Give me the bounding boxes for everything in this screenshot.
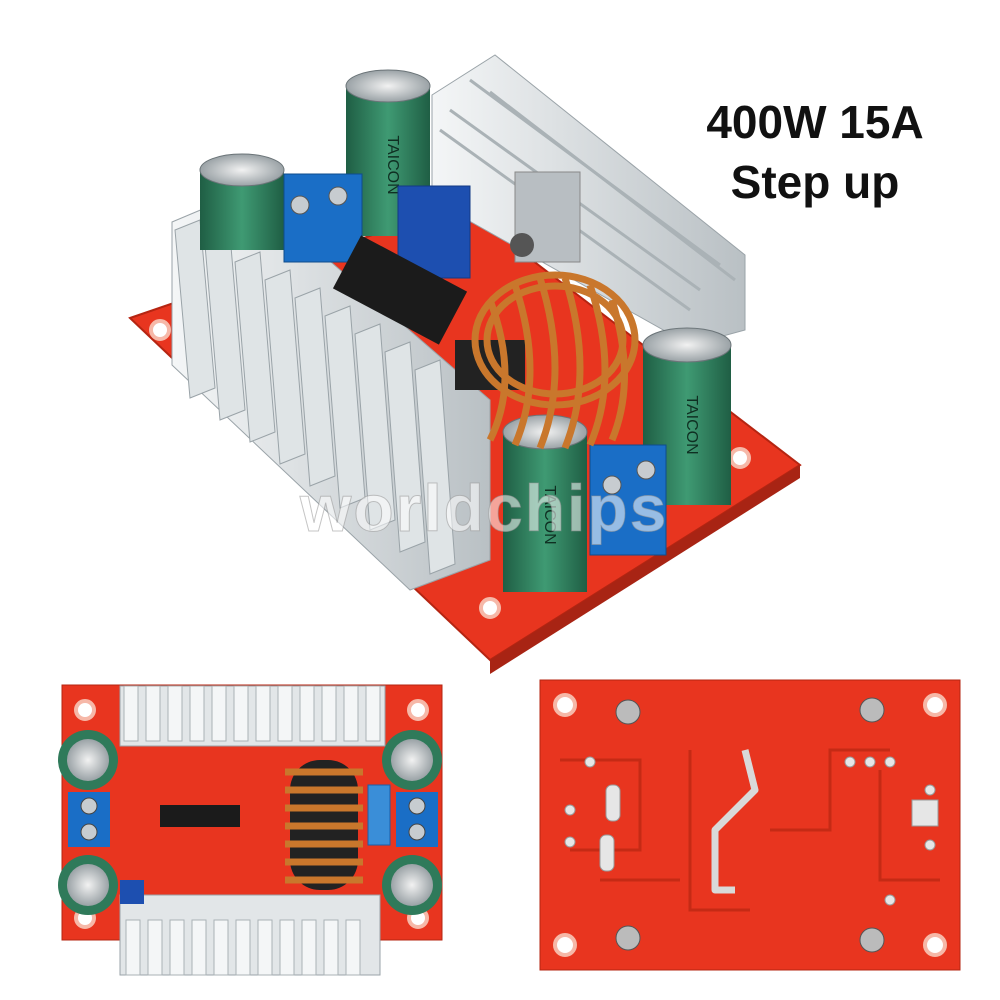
headline-power-rating: 400W 15A bbox=[706, 96, 924, 148]
main-module-photo: TAICON TAICON TAICON bbox=[128, 54, 802, 674]
solder-trace-tinned bbox=[711, 749, 759, 894]
mounting-hole bbox=[479, 597, 501, 619]
capacitor: TAICON bbox=[345, 69, 431, 236]
capacitor-brand-label: TAICON bbox=[384, 135, 401, 194]
ic-chip bbox=[332, 235, 468, 345]
pcb-underside bbox=[539, 679, 961, 971]
output-terminal-block bbox=[589, 444, 667, 556]
terminal-block-top-view bbox=[68, 792, 110, 847]
product-headline: 400W 15A Step up bbox=[655, 92, 975, 212]
capacitor-top-view bbox=[382, 730, 442, 790]
terminal-block-top-view bbox=[396, 792, 438, 847]
potentiometer bbox=[120, 880, 144, 904]
capacitor-top-view bbox=[382, 855, 442, 915]
copper-inductor-coil bbox=[471, 271, 639, 450]
capacitor-brand-label: TAICON bbox=[541, 485, 558, 544]
ic-chip bbox=[160, 805, 240, 827]
front-heatsink bbox=[171, 189, 491, 591]
top-view-module-photo bbox=[58, 684, 443, 976]
watermark-text: worldchips bbox=[299, 471, 669, 546]
input-terminal-block bbox=[283, 173, 363, 263]
mounting-screw bbox=[615, 697, 885, 953]
underside-module-photo bbox=[539, 679, 961, 971]
capacitor-top-view bbox=[58, 730, 118, 790]
mounting-hole bbox=[149, 319, 171, 341]
capacitor bbox=[199, 153, 285, 250]
solder-pad bbox=[564, 756, 939, 906]
headline-converter-type: Step up bbox=[730, 156, 900, 208]
mounting-hole bbox=[729, 447, 751, 469]
bottom-heatsink bbox=[119, 894, 381, 976]
capacitor-brand-label: TAICON bbox=[683, 395, 700, 454]
capacitor-top-view bbox=[58, 855, 118, 915]
copper-inductor-coil bbox=[285, 760, 363, 890]
fuse bbox=[367, 784, 391, 846]
top-heatsink bbox=[119, 685, 386, 747]
